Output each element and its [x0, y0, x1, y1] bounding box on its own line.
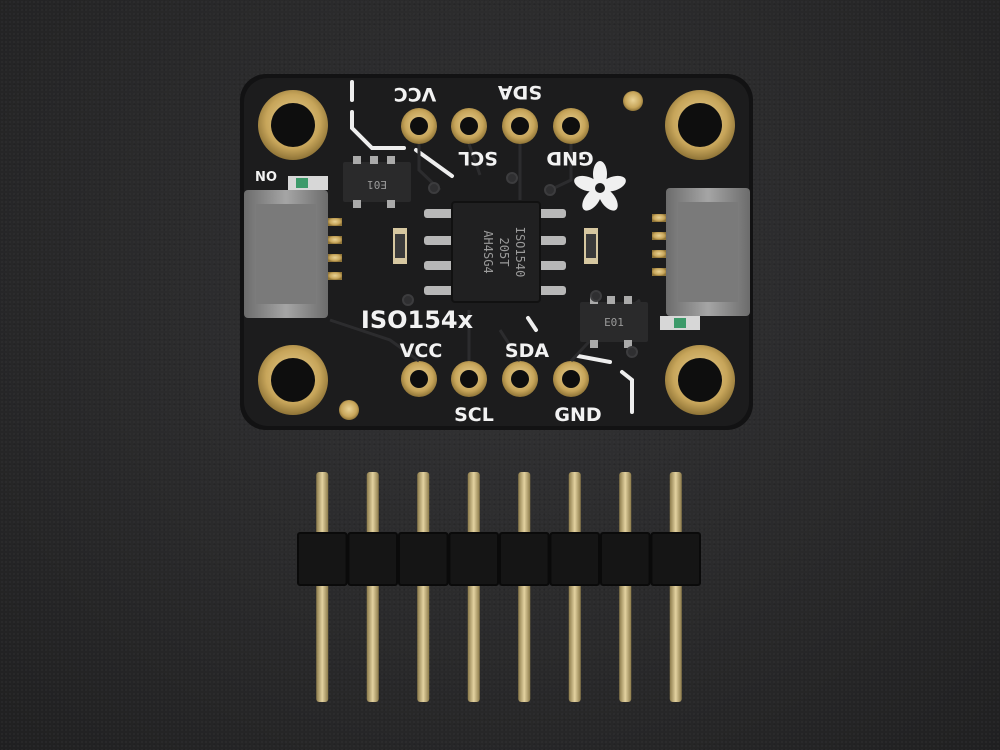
- pcb-board: ISO1540 205T AH4SG4 E01 E01: [240, 74, 753, 430]
- label-gnd-top: GND: [546, 147, 593, 169]
- label-on: ON: [255, 167, 277, 182]
- top-pads: [401, 108, 589, 144]
- header-block: [347, 532, 398, 586]
- label-vcc-top: VCC: [394, 83, 437, 105]
- header-pin: [669, 472, 682, 702]
- passive-components: [288, 176, 700, 330]
- isolator-chip: ISO1540 205T AH4SG4: [424, 201, 566, 303]
- adafruit-flower-logo: [574, 161, 626, 211]
- mounting-hole-bottom-right: [665, 345, 735, 415]
- header-block: [600, 532, 651, 586]
- header-block: [499, 532, 550, 586]
- mounting-hole-bottom-left: [258, 345, 328, 415]
- pin-header-strip: [297, 472, 701, 702]
- header-pin: [316, 472, 329, 702]
- mounting-hole-top-right: [665, 90, 735, 160]
- header-block: [549, 532, 600, 586]
- header-block: [448, 532, 499, 586]
- header-pin: [568, 472, 581, 702]
- small-chip-top-marking: E01: [367, 178, 387, 191]
- header-block: [297, 532, 348, 586]
- small-chip-top: E01: [343, 156, 411, 208]
- stemma-connector-right: [652, 188, 750, 316]
- chip-marking-line-2: 205T: [497, 238, 511, 267]
- header-block: [650, 532, 701, 586]
- header-pin: [619, 472, 632, 702]
- stemma-connector-left: [244, 190, 342, 318]
- chip-marking-line-1: ISO1540: [513, 227, 527, 278]
- header-pin: [518, 472, 531, 702]
- label-gnd-bottom: GND: [554, 404, 601, 426]
- label-scl-top: SCL: [458, 147, 498, 169]
- header-block: [398, 532, 449, 586]
- silkscreen-lines: [350, 80, 634, 414]
- label-sda-bottom: SDA: [505, 340, 549, 362]
- chip-marking-line-3: AH4SG4: [481, 230, 495, 273]
- header-pin: [467, 472, 480, 702]
- fiducial-bottom: [339, 400, 359, 420]
- bottom-pads: [401, 361, 589, 397]
- small-chip-bottom-marking: E01: [604, 316, 624, 329]
- label-vcc-bottom: VCC: [400, 340, 443, 362]
- chip-name-label: ISO154x: [361, 306, 474, 334]
- small-chip-bottom: E01: [580, 296, 648, 348]
- mounting-hole-top-left: [258, 90, 328, 160]
- vias: [402, 172, 638, 358]
- label-sda-top: SDA: [498, 81, 542, 103]
- header-pin: [366, 472, 379, 702]
- header-pin: [417, 472, 430, 702]
- label-scl-bottom: SCL: [454, 404, 494, 426]
- fiducial-top: [623, 91, 643, 111]
